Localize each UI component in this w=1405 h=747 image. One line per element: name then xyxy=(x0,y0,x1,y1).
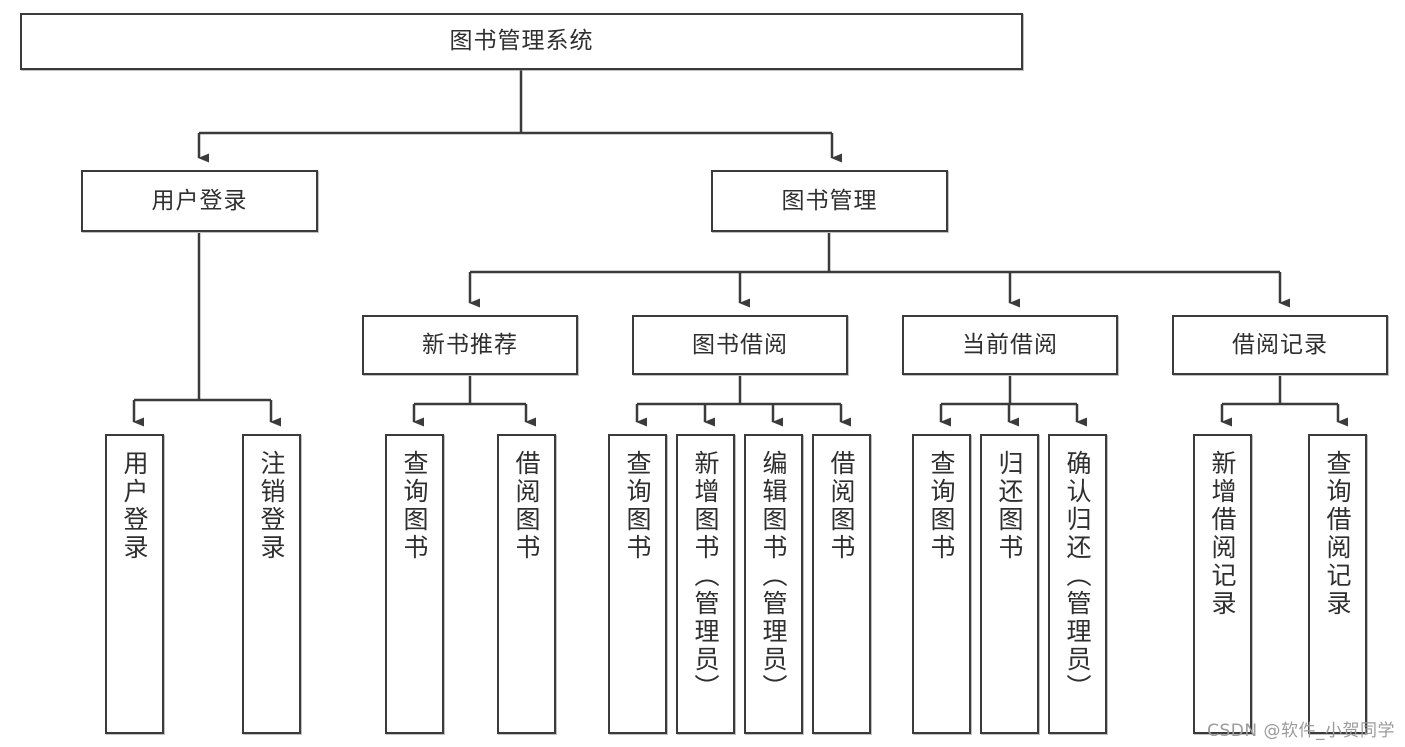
node-current-borrow[interactable]: 当前借阅 xyxy=(902,315,1118,375)
node-label: 确认归还（管理员） xyxy=(1063,450,1092,702)
leaf-record-query-record[interactable]: 查询借阅记录 xyxy=(1308,434,1367,734)
leaf-record-add-record[interactable]: 新增借阅记录 xyxy=(1193,434,1252,734)
node-label: 图书借阅 xyxy=(692,331,788,358)
leaf-borrow-edit-book-admin[interactable]: 编辑图书（管理员） xyxy=(744,434,803,734)
leaf-borrow-borrow-book[interactable]: 借阅图书 xyxy=(812,434,871,734)
node-label: 查询借阅记录 xyxy=(1323,450,1352,618)
node-label: 新增借阅记录 xyxy=(1208,450,1237,618)
leaf-user-login-signout[interactable]: 注销登录 xyxy=(242,434,301,734)
node-book-borrow[interactable]: 图书借阅 xyxy=(632,315,848,375)
node-new-book-recommend[interactable]: 新书推荐 xyxy=(362,315,578,375)
node-label: 图书管理 xyxy=(781,187,878,214)
node-label: 查询图书 xyxy=(623,450,652,562)
watermark-text: CSDN @软件_小贺同学 xyxy=(1207,721,1395,741)
node-label: 查询图书 xyxy=(927,450,956,562)
node-root-system[interactable]: 图书管理系统 xyxy=(20,13,1023,70)
node-label: 借阅图书 xyxy=(512,450,541,562)
node-label: 注销登录 xyxy=(257,450,286,562)
node-book-management[interactable]: 图书管理 xyxy=(711,170,948,232)
node-label: 借阅记录 xyxy=(1232,331,1328,358)
leaf-user-login-signin[interactable]: 用户登录 xyxy=(105,434,164,734)
leaf-current-confirm-return-admin[interactable]: 确认归还（管理员） xyxy=(1048,434,1107,734)
node-borrow-record[interactable]: 借阅记录 xyxy=(1172,315,1388,375)
node-label: 当前借阅 xyxy=(962,331,1058,358)
leaf-recommend-query-book[interactable]: 查询图书 xyxy=(385,434,444,734)
leaf-recommend-borrow-book[interactable]: 借阅图书 xyxy=(497,434,556,734)
node-label: 查询图书 xyxy=(400,450,429,562)
leaf-current-query-book[interactable]: 查询图书 xyxy=(912,434,971,734)
leaf-borrow-query-book[interactable]: 查询图书 xyxy=(608,434,667,734)
leaf-current-return-book[interactable]: 归还图书 xyxy=(980,434,1039,734)
node-label: 图书管理系统 xyxy=(449,28,594,55)
node-user-login[interactable]: 用户登录 xyxy=(81,170,318,232)
node-label: 归还图书 xyxy=(995,450,1024,562)
node-label: 借阅图书 xyxy=(827,450,856,562)
node-label: 用户登录 xyxy=(120,450,149,562)
node-label: 编辑图书（管理员） xyxy=(759,450,788,702)
node-label: 新书推荐 xyxy=(422,331,518,358)
leaf-borrow-add-book-admin[interactable]: 新增图书（管理员） xyxy=(676,434,735,734)
node-label: 用户登录 xyxy=(151,187,248,214)
node-label: 新增图书（管理员） xyxy=(691,450,720,702)
